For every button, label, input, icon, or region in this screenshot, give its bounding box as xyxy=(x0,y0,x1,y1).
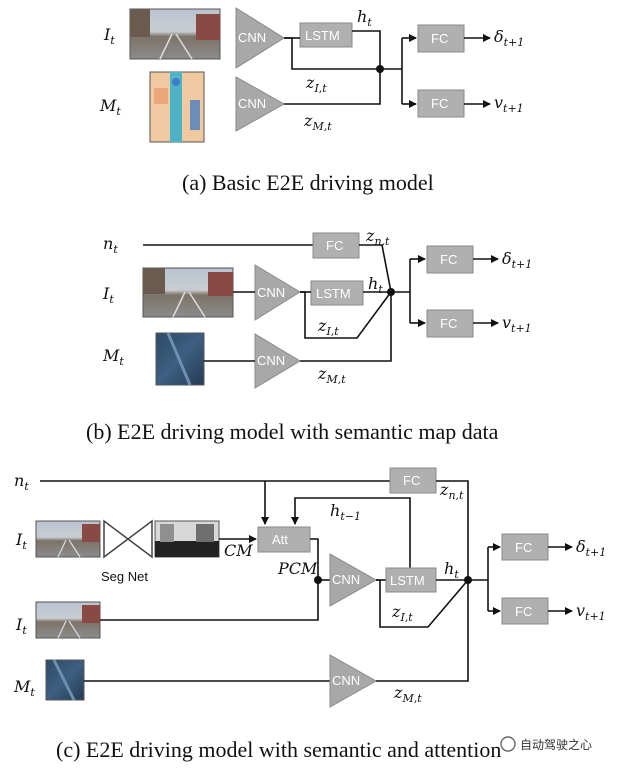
h-label: ht xyxy=(444,559,459,581)
camera-image-thumbnail xyxy=(35,520,101,558)
cnn-block-image: CNN xyxy=(254,264,301,321)
fc-block-nav: FC xyxy=(312,232,360,259)
input-image-label: It xyxy=(15,530,27,552)
zM-label: zM,t xyxy=(303,111,332,133)
pcm-label: PCM xyxy=(277,559,318,578)
svg-text:FC: FC xyxy=(326,238,343,253)
input-map-label: Mt xyxy=(99,96,121,118)
svg-text:FC: FC xyxy=(403,473,420,488)
h-label: ht xyxy=(357,7,372,29)
fc-block-steer: FC xyxy=(426,245,474,274)
cnn-block-map: CNN xyxy=(329,654,378,708)
wechat-icon xyxy=(500,736,516,752)
output-steer-label: δt+1 xyxy=(494,27,524,49)
lstm-block: LSTM xyxy=(310,280,364,306)
att-block: Att xyxy=(257,526,311,553)
input-image-label: It xyxy=(103,25,115,47)
fc-block-steer: FC xyxy=(501,533,549,561)
svg-text:FC: FC xyxy=(440,252,457,267)
h-prev-label: ht−1 xyxy=(330,501,361,523)
input-image-label: It xyxy=(102,284,114,306)
cm-label: CM xyxy=(224,541,253,560)
segnet-block: Seg Net xyxy=(101,519,153,584)
cnn-block-map: CNN xyxy=(235,76,286,132)
camera-image-thumbnail-2 xyxy=(35,601,101,639)
segmentation-image-thumbnail xyxy=(154,520,220,558)
cnn-block-map: CNN xyxy=(254,333,301,389)
zI-label: zI,t xyxy=(305,73,327,95)
svg-text:CNN: CNN xyxy=(257,353,285,368)
fc-block-speed: FC xyxy=(501,597,549,625)
input-map-label: Mt xyxy=(13,677,35,699)
input-image-label-2: It xyxy=(15,615,27,637)
lstm-block: LSTM xyxy=(385,567,437,593)
zI-label: zI,t xyxy=(391,602,413,624)
zn-label: zn,t xyxy=(365,226,390,248)
cnn-block-image: CNN xyxy=(235,7,285,69)
fc-block-nav: FC xyxy=(389,467,437,494)
input-map-label: Mt xyxy=(102,346,124,368)
h-label: ht xyxy=(368,274,383,296)
cnn-block-image: CNN xyxy=(329,553,378,607)
svg-text:FC: FC xyxy=(431,31,448,46)
zM-label: zM,t xyxy=(393,683,422,705)
camera-image-thumbnail xyxy=(129,8,221,60)
caption-b: (b) E2E driving model with semantic map … xyxy=(86,419,499,444)
svg-text:自动驾驶之心: 自动驾驶之心 xyxy=(520,737,592,752)
satellite-map-thumbnail xyxy=(155,332,205,386)
zn-label: zn,t xyxy=(439,480,464,502)
zI-label: zI,t xyxy=(317,316,339,338)
svg-text:CNN: CNN xyxy=(238,30,266,45)
svg-text:LSTM: LSTM xyxy=(305,28,340,43)
svg-text:Att: Att xyxy=(272,532,288,547)
satellite-map-thumbnail xyxy=(45,659,85,701)
svg-text:FC: FC xyxy=(515,540,532,555)
svg-text:Seg Net: Seg Net xyxy=(101,569,148,584)
output-speed-label: vt+1 xyxy=(502,313,532,335)
output-speed-label: vt+1 xyxy=(576,601,606,623)
svg-text:LSTM: LSTM xyxy=(390,573,425,588)
caption-c: (c) E2E driving model with semantic and … xyxy=(56,737,501,762)
input-nav-label: nt xyxy=(14,471,29,493)
panel-a: It Mt CNN CNN LSTM xyxy=(99,7,524,195)
lstm-block: LSTM xyxy=(299,22,353,48)
fc-block-speed: FC xyxy=(417,89,465,118)
svg-text:CNN: CNN xyxy=(238,96,266,111)
caption-a: (a) Basic E2E driving model xyxy=(182,170,434,195)
panel-c: nt It It Mt Seg Net xyxy=(13,467,606,762)
svg-text:FC: FC xyxy=(515,604,532,619)
input-nav-label: nt xyxy=(103,234,118,256)
fc-block-speed: FC xyxy=(426,309,474,338)
svg-text:CNN: CNN xyxy=(257,285,285,300)
svg-text:CNN: CNN xyxy=(332,673,360,688)
zM-label: zM,t xyxy=(317,364,346,386)
watermark: 自动驾驶之心 xyxy=(500,736,592,752)
svg-text:LSTM: LSTM xyxy=(316,286,351,301)
panel-b: nt It Mt FC CNN CNN LSTM xyxy=(86,226,532,444)
map-image-thumbnail xyxy=(149,71,205,143)
junction-node xyxy=(376,65,384,73)
output-steer-label: δt+1 xyxy=(576,537,606,559)
svg-text:CNN: CNN xyxy=(332,572,360,587)
svg-text:FC: FC xyxy=(431,96,448,111)
svg-text:FC: FC xyxy=(440,316,457,331)
camera-image-thumbnail xyxy=(142,267,234,318)
fc-block-steer: FC xyxy=(417,24,465,53)
output-speed-label: vt+1 xyxy=(494,93,524,115)
output-steer-label: δt+1 xyxy=(502,249,532,271)
